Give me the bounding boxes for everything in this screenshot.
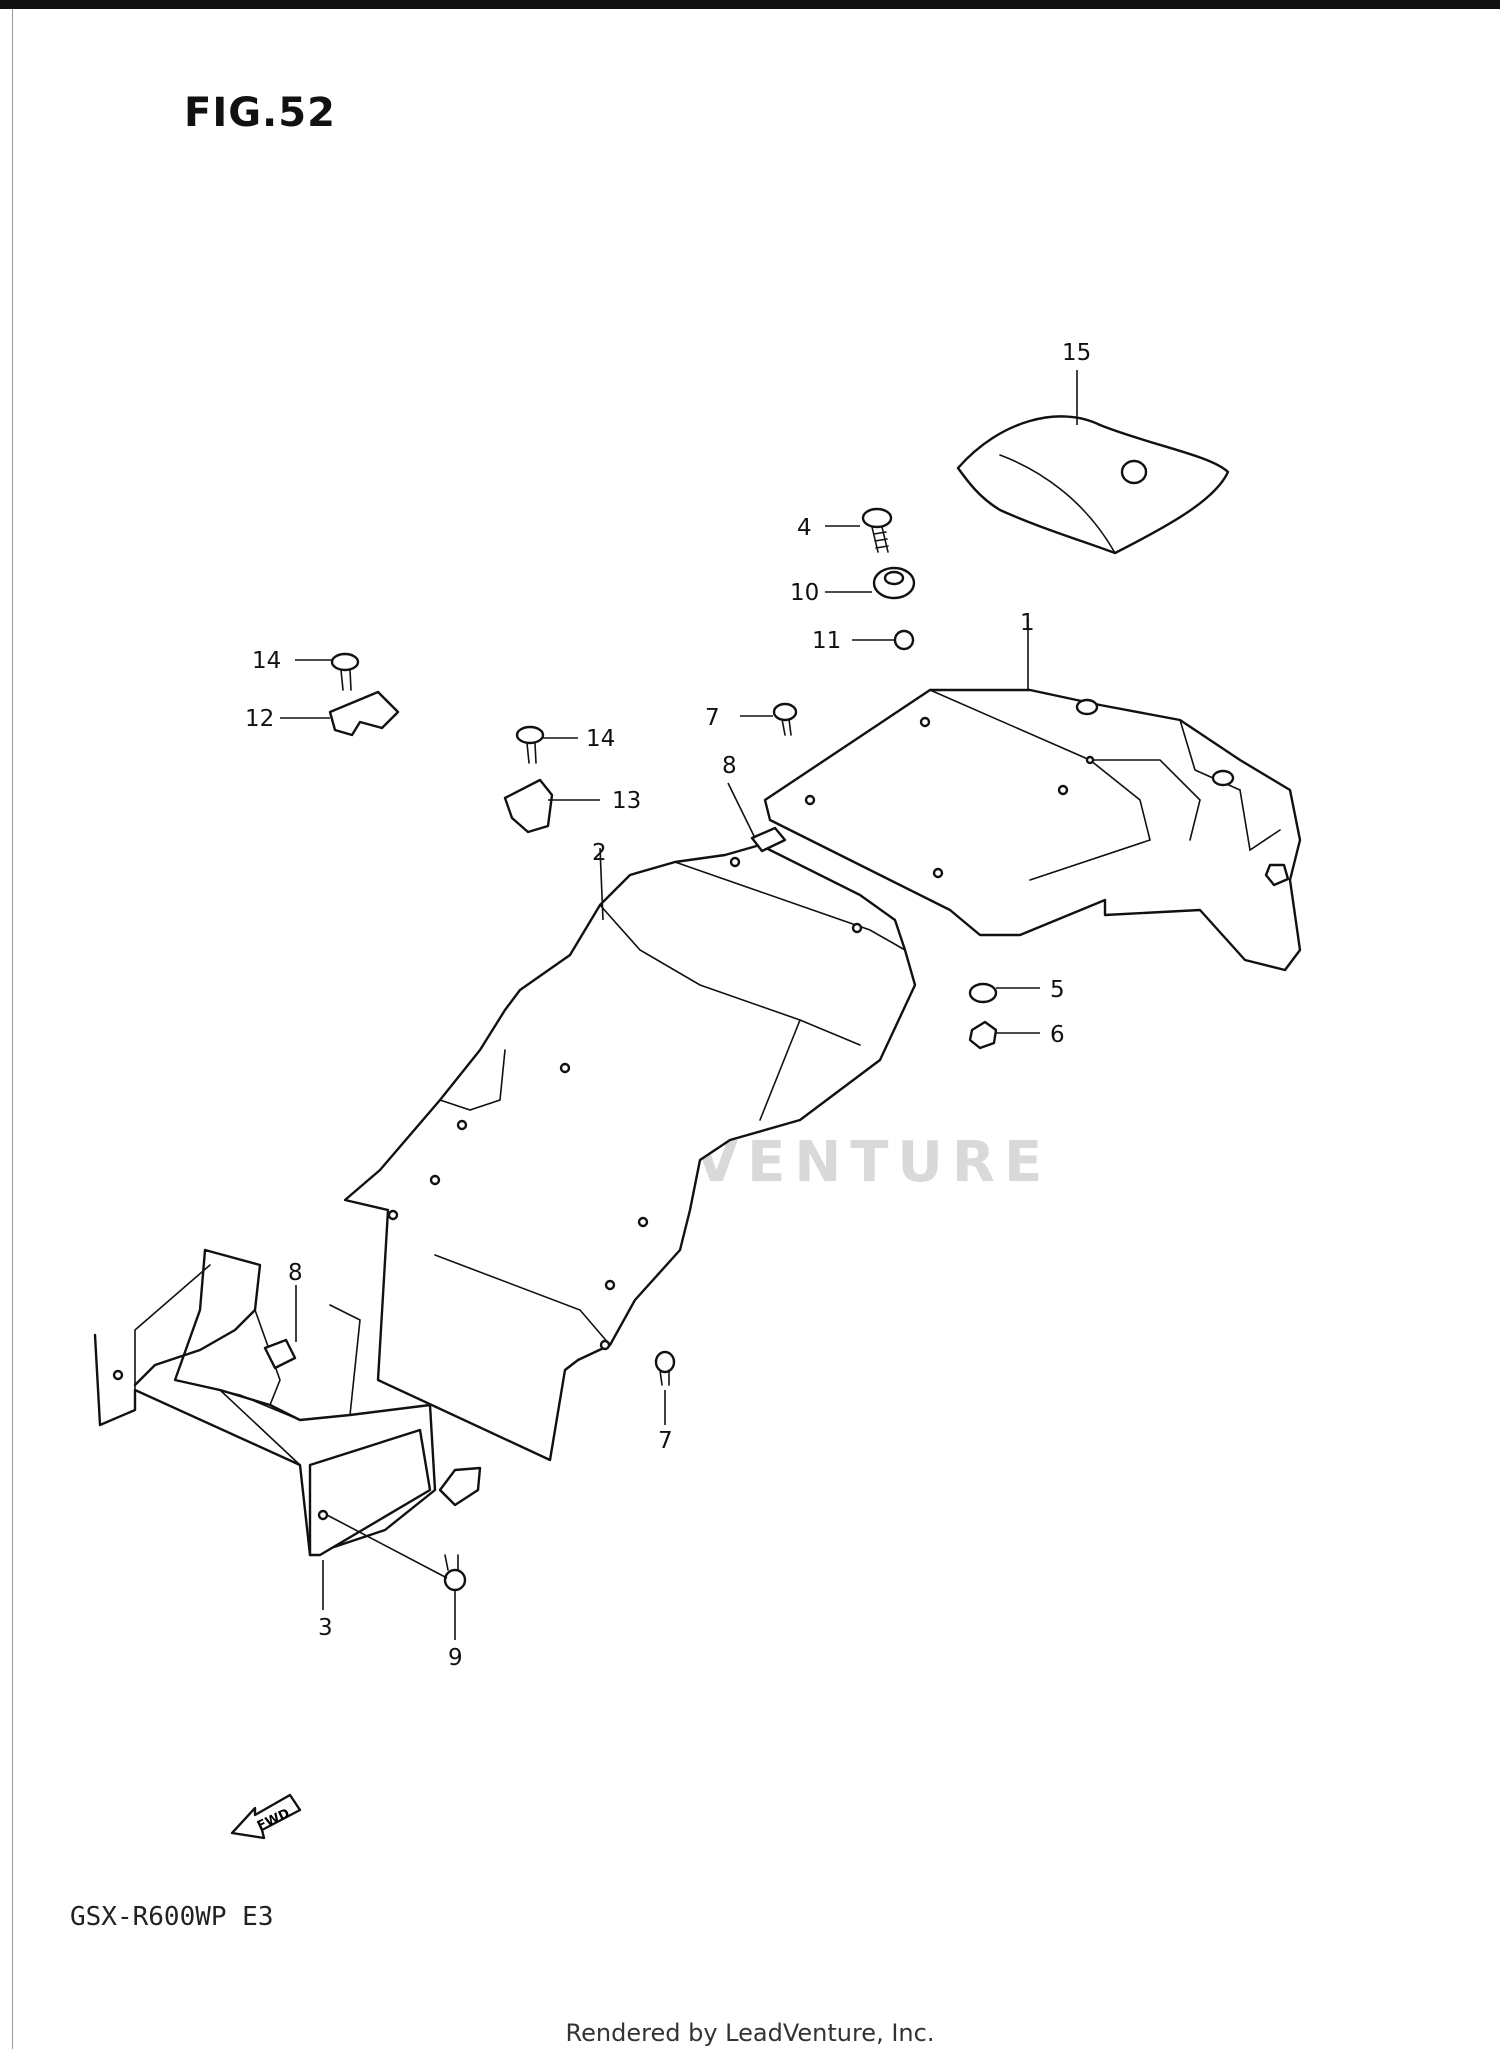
- callout-13: 13: [612, 788, 641, 814]
- part-7-screw-upper[interactable]: [772, 702, 798, 736]
- part-8-nut-lower[interactable]: [263, 1338, 297, 1370]
- callout-12: 12: [245, 706, 274, 732]
- callout-3: 3: [318, 1615, 333, 1641]
- callout-8b: 8: [288, 1260, 303, 1286]
- model-code: GSX-R600WP E3: [70, 1902, 274, 1932]
- callout-10: 10: [790, 580, 819, 606]
- left-margin-rule: [12, 9, 13, 2049]
- part-1-rear-fender[interactable]: [763, 688, 1302, 972]
- part-9-bolt[interactable]: [443, 1554, 467, 1592]
- leader-lines: [280, 370, 1078, 1640]
- part-5-washer[interactable]: [968, 982, 998, 1004]
- part-14-screw-mid[interactable]: [515, 725, 545, 764]
- figure-title: FIG.52: [184, 90, 336, 136]
- callout-7a: 7: [705, 705, 720, 731]
- part-7-screw-lower[interactable]: [654, 1350, 676, 1386]
- callout-7b: 7: [658, 1428, 673, 1454]
- callout-11: 11: [812, 628, 841, 654]
- top-border: [0, 0, 1500, 9]
- part-4-screw[interactable]: [861, 507, 893, 553]
- footer-credit: Rendered by LeadVenture, Inc.: [565, 2019, 935, 2047]
- part-15-pouch[interactable]: [956, 415, 1230, 555]
- fwd-arrow-icon: FWD: [230, 1793, 302, 1840]
- part-8-nut-upper[interactable]: [750, 826, 787, 853]
- callout-6: 6: [1050, 1022, 1065, 1048]
- part-11-grommet[interactable]: [893, 629, 915, 651]
- part-13-clamp[interactable]: [503, 778, 554, 834]
- callout-labels: 15 1 4 10 11 7 8 14 12 14 13 2 5 6 8 7 3…: [245, 340, 1091, 1671]
- callout-2: 2: [592, 840, 607, 866]
- part-10-spacer[interactable]: [872, 566, 916, 600]
- callout-14b: 14: [586, 726, 615, 752]
- callout-5: 5: [1050, 977, 1065, 1003]
- callout-9: 9: [448, 1645, 463, 1671]
- callout-14a: 14: [252, 648, 281, 674]
- part-14-screw-left[interactable]: [330, 652, 360, 691]
- part-6-nut[interactable]: [968, 1020, 998, 1050]
- callout-15: 15: [1062, 340, 1091, 366]
- callout-4: 4: [797, 515, 812, 541]
- part-3-bracket[interactable]: [93, 1248, 482, 1557]
- part-2-fender-lower[interactable]: [343, 843, 917, 1462]
- part-12-clamp[interactable]: [328, 690, 400, 737]
- callout-8a: 8: [722, 753, 737, 779]
- callout-1: 1: [1020, 610, 1035, 636]
